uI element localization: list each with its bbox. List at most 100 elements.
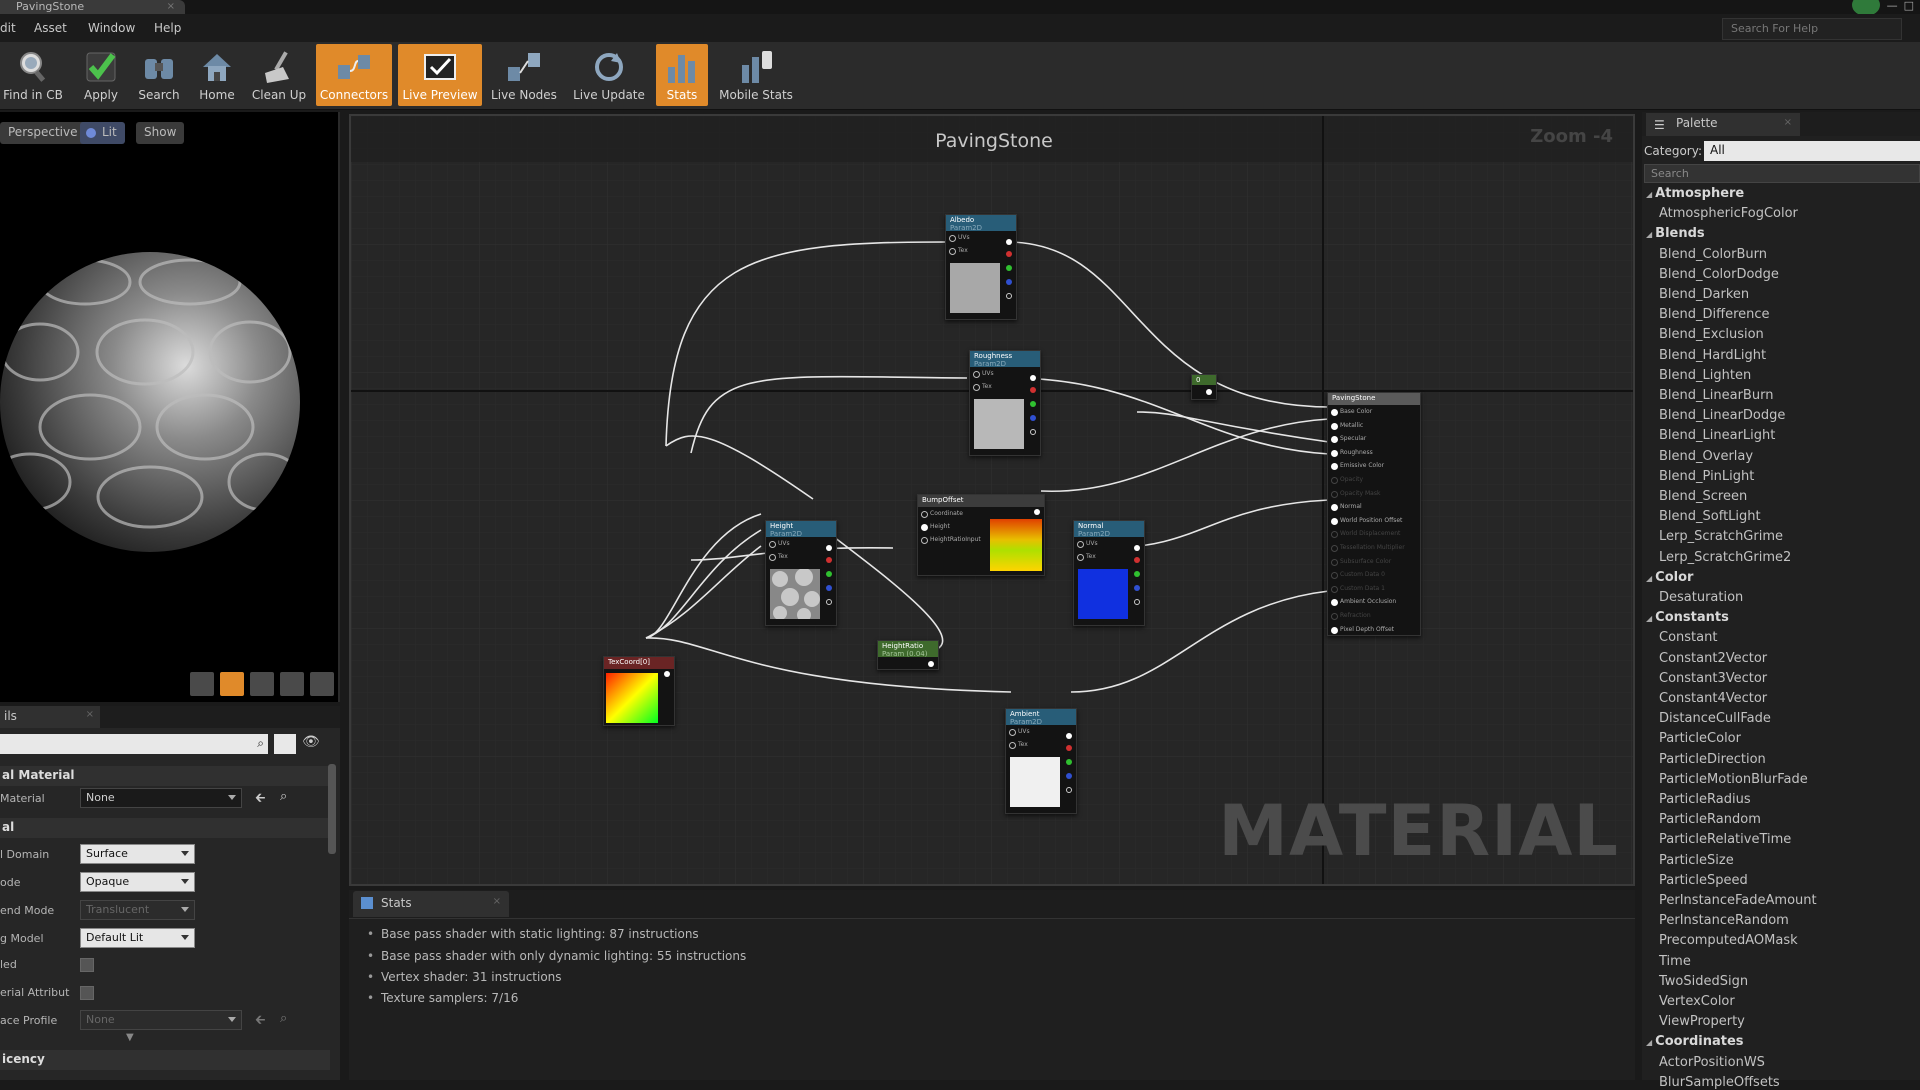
- cylinder-preview-icon[interactable]: [190, 672, 214, 696]
- palette-item[interactable]: ParticleSpeed: [1659, 872, 1748, 888]
- result-pin[interactable]: Opacity: [1328, 473, 1420, 487]
- result-pin[interactable]: Refraction: [1328, 609, 1420, 623]
- home-button[interactable]: Home: [192, 44, 242, 106]
- pin-tex[interactable]: Tex: [1006, 738, 1076, 751]
- palette-item[interactable]: DistanceCullFade: [1659, 711, 1771, 727]
- constant-node[interactable]: 0: [1191, 374, 1217, 400]
- menu-asset[interactable]: Asset: [34, 21, 67, 35]
- connectors-button[interactable]: Connectors: [316, 44, 392, 106]
- output-pin-white[interactable]: [1034, 509, 1040, 515]
- plane-preview-icon[interactable]: [250, 672, 274, 696]
- browse-icon[interactable]: ⌕: [280, 789, 288, 804]
- output-pin-red[interactable]: [1066, 745, 1072, 751]
- palette-item[interactable]: ActorPositionWS: [1659, 1054, 1765, 1070]
- blend-mode-select[interactable]: Opaque: [80, 872, 195, 892]
- palette-item[interactable]: Constant2Vector: [1659, 650, 1768, 666]
- palette-item[interactable]: ParticleRelativeTime: [1659, 832, 1792, 848]
- result-pin[interactable]: World Displacement: [1328, 527, 1420, 541]
- lit-button[interactable]: Lit: [80, 122, 125, 144]
- palette-item[interactable]: ParticleMotionBlurFade: [1659, 771, 1808, 787]
- output-pin-green[interactable]: [1006, 265, 1012, 271]
- palette-item[interactable]: Lerp_ScratchGrime: [1659, 529, 1783, 545]
- palette-category[interactable]: Blends: [1646, 226, 1704, 241]
- pin-coordinate[interactable]: Coordinate: [918, 507, 1044, 520]
- palette-item[interactable]: ViewProperty: [1659, 1014, 1745, 1030]
- palette-tab[interactable]: ☰ Palette ×: [1646, 113, 1800, 136]
- mobile-stats-button[interactable]: Mobile Stats: [716, 44, 796, 106]
- pin-uvs[interactable]: UVs: [766, 537, 836, 550]
- palette-item[interactable]: Blend_Screen: [1659, 489, 1748, 504]
- output-pin-white[interactable]: [1066, 733, 1072, 739]
- pin-tex[interactable]: Tex: [970, 380, 1040, 393]
- result-pin[interactable]: Specular: [1328, 432, 1420, 446]
- output-pin-white[interactable]: [928, 661, 934, 667]
- pin-uvs[interactable]: UVs: [1074, 537, 1144, 550]
- output-pin-blue[interactable]: [826, 585, 832, 591]
- details-scrollbar[interactable]: [328, 764, 336, 854]
- palette-item[interactable]: ParticleRadius: [1659, 792, 1751, 807]
- palette-category[interactable]: Atmosphere: [1646, 186, 1744, 201]
- palette-category[interactable]: Constants: [1646, 610, 1729, 625]
- palette-item[interactable]: Constant: [1659, 630, 1718, 646]
- bumpoffset-node[interactable]: BumpOffset Coordinate Height HeightRatio…: [917, 494, 1045, 576]
- pin-uvs[interactable]: UVs: [970, 367, 1040, 380]
- subsurface-profile-select[interactable]: None: [80, 1010, 242, 1030]
- clean-up-button[interactable]: Clean Up: [248, 44, 310, 106]
- material-attributes-checkbox[interactable]: [80, 986, 94, 1000]
- material-select[interactable]: None: [80, 788, 242, 808]
- output-pin-alpha[interactable]: [1134, 599, 1140, 605]
- result-pin[interactable]: Opacity Mask: [1328, 487, 1420, 501]
- output-pin-alpha[interactable]: [1066, 787, 1072, 793]
- output-pin-blue[interactable]: [1006, 279, 1012, 285]
- result-pin[interactable]: Tessellation Multiplier: [1328, 541, 1420, 555]
- pin-tex[interactable]: Tex: [946, 244, 1016, 257]
- output-pin-green[interactable]: [1134, 571, 1140, 577]
- output-pin-white[interactable]: [1134, 545, 1140, 551]
- result-pin[interactable]: Normal: [1328, 500, 1420, 514]
- close-stats-icon[interactable]: ×: [492, 896, 501, 907]
- output-pin-red[interactable]: [826, 557, 832, 563]
- details-search-input[interactable]: ⌕: [0, 734, 268, 754]
- output-pin-blue[interactable]: [1066, 773, 1072, 779]
- palette-item[interactable]: AtmosphericFogColor: [1659, 206, 1798, 222]
- stats-button[interactable]: Stats: [656, 44, 708, 106]
- material-domain-select[interactable]: Surface: [80, 844, 195, 864]
- palette-item[interactable]: ParticleColor: [1659, 731, 1741, 747]
- perspective-button[interactable]: Perspective: [0, 122, 86, 144]
- search-button[interactable]: Search: [134, 44, 184, 106]
- output-pin-alpha[interactable]: [1030, 429, 1036, 435]
- pin-tex[interactable]: Tex: [1074, 550, 1144, 563]
- sphere-preview-icon[interactable]: [220, 672, 244, 696]
- palette-item[interactable]: TwoSidedSign: [1659, 973, 1749, 989]
- stats-tab[interactable]: Stats ×: [353, 891, 509, 917]
- palette-item[interactable]: Constant4Vector: [1659, 691, 1768, 706]
- find-in-cb-button[interactable]: Find in CB: [2, 44, 64, 106]
- result-pin[interactable]: Ambient Occlusion: [1328, 595, 1420, 609]
- palette-item[interactable]: PerInstanceRandom: [1659, 913, 1789, 929]
- pin-heightratio[interactable]: HeightRatioInput: [918, 533, 1044, 546]
- browse-icon[interactable]: ⌕: [280, 1011, 288, 1026]
- palette-item[interactable]: Lerp_ScratchGrime2: [1659, 549, 1792, 565]
- close-palette-icon[interactable]: ×: [1783, 117, 1792, 128]
- palette-item[interactable]: ParticleSize: [1659, 852, 1734, 868]
- palette-item[interactable]: PerInstanceFadeAmount: [1659, 893, 1817, 908]
- pin-tex[interactable]: Tex: [766, 550, 836, 563]
- category-select[interactable]: All: [1704, 141, 1920, 161]
- pin-uvs[interactable]: UVs: [1006, 725, 1076, 738]
- pin-uvs[interactable]: UVs: [946, 231, 1016, 244]
- output-pin-green[interactable]: [1066, 759, 1072, 765]
- teapot-preview-icon[interactable]: [310, 672, 334, 696]
- minimize-icon[interactable]: —: [1886, 0, 1898, 12]
- palette-item[interactable]: PrecomputedAOMask: [1659, 933, 1798, 949]
- section-physical-material[interactable]: al Material: [0, 766, 330, 786]
- palette-item[interactable]: Blend_SoftLight: [1659, 509, 1761, 525]
- output-pin-blue[interactable]: [1030, 415, 1036, 421]
- output-pin-white[interactable]: [1206, 389, 1212, 395]
- result-pin[interactable]: World Position Offset: [1328, 514, 1420, 528]
- live-nodes-button[interactable]: Live Nodes: [488, 44, 560, 106]
